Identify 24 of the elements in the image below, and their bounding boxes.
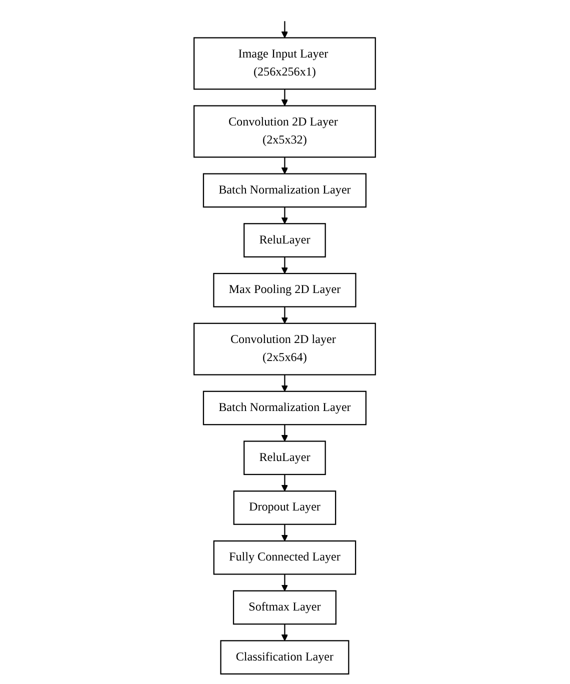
arrow xyxy=(282,306,288,324)
node-box: ReluLayer xyxy=(244,440,326,476)
node-box: Batch Normalization Layer xyxy=(203,390,367,426)
node-box: Softmax Layer xyxy=(233,590,337,625)
node-box: Max Pooling 2D Layer xyxy=(213,272,357,308)
node-box: Dropout Layer xyxy=(234,490,336,525)
arrow xyxy=(282,474,288,492)
node-box: Image Input Layer (256x256x1) xyxy=(194,37,376,90)
arrow xyxy=(282,424,288,442)
arrow xyxy=(282,207,288,224)
arrow xyxy=(282,89,288,106)
node-box: Convolution 2D Layer (2x5x32) xyxy=(194,105,376,158)
arrow xyxy=(282,157,288,174)
arrow xyxy=(282,624,288,641)
node-box: Convolution 2D layer (2x5x64) xyxy=(194,322,376,376)
arrow xyxy=(282,21,288,38)
arrow xyxy=(282,574,288,592)
node-box: ReluLayer xyxy=(244,223,326,258)
arrow xyxy=(282,374,288,392)
node-box: Batch Normalization Layer xyxy=(203,173,367,208)
arrow xyxy=(282,256,288,274)
arrow xyxy=(282,524,288,542)
node-box: Fully Connected Layer xyxy=(214,540,356,575)
node-box: Classification Layer xyxy=(220,640,350,674)
